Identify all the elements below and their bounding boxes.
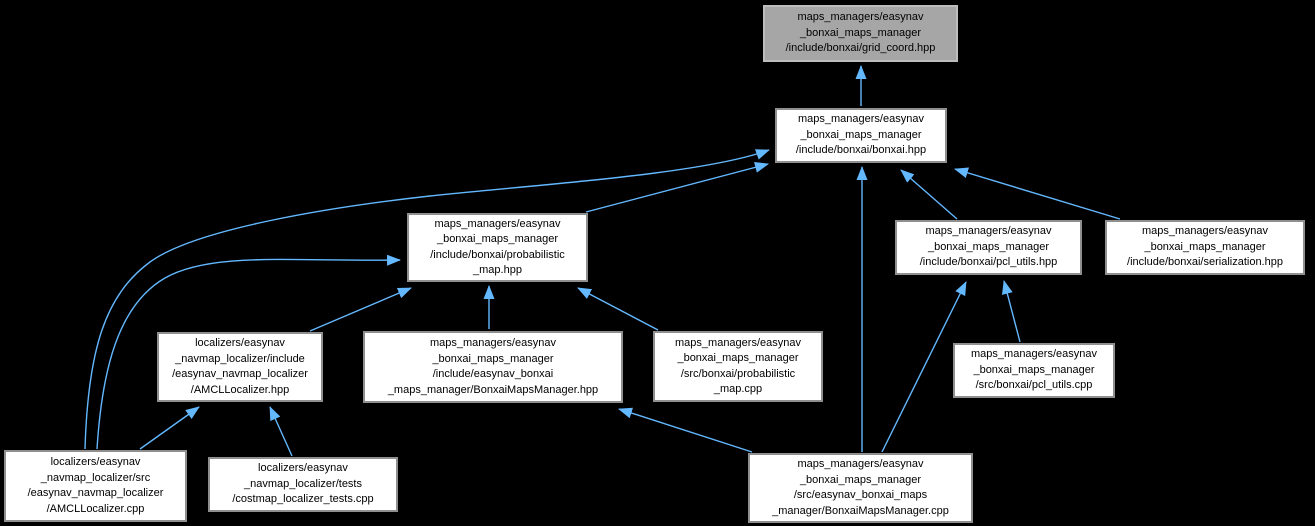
- edge-serialization-to-bonxai: [954, 167, 1121, 220]
- node-probabilistic-map-hpp[interactable]: maps_managers/easynav _bonxai_maps_manag…: [407, 213, 588, 282]
- node-costmap-localizer-tests-cpp[interactable]: localizers/easynav _navmap_localizer/tes…: [208, 457, 398, 512]
- edge-bonxai-maps-manager-cpp-to-bonxai-maps-manager-hpp: [618, 407, 753, 453]
- node-bonxai-maps-manager-cpp-label: maps_managers/easynav _bonxai_maps_manag…: [772, 458, 949, 517]
- node-serialization-hpp[interactable]: maps_managers/easynav _bonxai_maps_manag…: [1105, 220, 1305, 275]
- node-amcl-localizer-hpp-label: localizers/easynav _navmap_localizer/inc…: [172, 337, 308, 396]
- node-pcl-utils-hpp-label: maps_managers/easynav _bonxai_maps_manag…: [919, 225, 1058, 269]
- node-grid-coord-hpp-label: maps_managers/easynav _bonxai_maps_manag…: [785, 11, 936, 55]
- node-pcl-utils-cpp-label: maps_managers/easynav _bonxai_maps_manag…: [971, 348, 1097, 392]
- node-probabilistic-map-hpp-label: maps_managers/easynav _bonxai_maps_manag…: [430, 217, 565, 277]
- node-bonxai-hpp[interactable]: maps_managers/easynav _bonxai_maps_manag…: [775, 108, 947, 163]
- node-bonxai-maps-manager-hpp[interactable]: maps_managers/easynav _bonxai_maps_manag…: [363, 331, 623, 403]
- node-probabilistic-map-cpp[interactable]: maps_managers/easynav _bonxai_maps_manag…: [653, 331, 823, 402]
- edge-probabilistic-map-cpp-to-probabilistic-map: [577, 287, 659, 331]
- node-grid-coord-hpp[interactable]: maps_managers/easynav _bonxai_maps_manag…: [763, 5, 958, 62]
- node-amcl-localizer-cpp[interactable]: localizers/easynav _navmap_localizer/src…: [4, 450, 187, 522]
- edge-amcl-cpp-to-amcl-hpp: [139, 406, 200, 450]
- edge-amcl-cpp-to-probabilistic-map: [96, 254, 401, 450]
- node-pcl-utils-hpp[interactable]: maps_managers/easynav _bonxai_maps_manag…: [895, 220, 1082, 275]
- node-amcl-localizer-hpp[interactable]: localizers/easynav _navmap_localizer/inc…: [157, 332, 323, 402]
- edge-pcl-utils-cpp-to-pcl-utils-hpp: [1001, 280, 1021, 343]
- node-pcl-utils-cpp[interactable]: maps_managers/easynav _bonxai_maps_manag…: [953, 343, 1115, 398]
- node-bonxai-maps-manager-cpp[interactable]: maps_managers/easynav _bonxai_maps_manag…: [748, 453, 973, 523]
- edge-bonxai-maps-manager-cpp-to-pcl-utils-hpp: [881, 281, 967, 453]
- edge-amcl-hpp-to-probabilistic-map: [309, 287, 412, 332]
- edge-amcl-cpp-to-bonxai: [84, 149, 770, 450]
- node-bonxai-maps-manager-hpp-label: maps_managers/easynav _bonxai_maps_manag…: [387, 337, 599, 396]
- node-probabilistic-map-cpp-label: maps_managers/easynav _bonxai_maps_manag…: [675, 336, 801, 396]
- edge-probabilistic-map-to-bonxai: [585, 161, 769, 213]
- node-bonxai-hpp-label: maps_managers/easynav _bonxai_maps_manag…: [795, 113, 927, 157]
- node-amcl-localizer-cpp-label: localizers/easynav _navmap_localizer/src…: [27, 456, 164, 515]
- node-costmap-localizer-tests-cpp-label: localizers/easynav _navmap_localizer/tes…: [232, 462, 374, 506]
- node-serialization-hpp-label: maps_managers/easynav _bonxai_maps_manag…: [1127, 225, 1283, 269]
- edge-costmap-tests-to-amcl-hpp: [269, 406, 293, 457]
- edge-pcl-utils-hpp-to-bonxai: [900, 169, 958, 220]
